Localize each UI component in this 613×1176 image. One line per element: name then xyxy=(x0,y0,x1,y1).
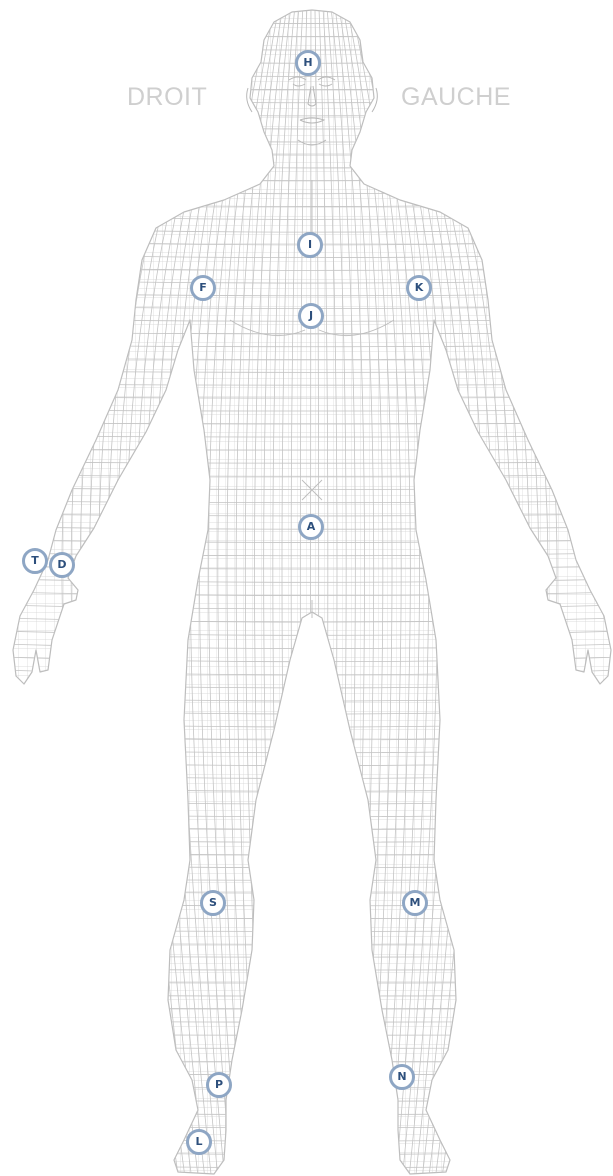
point-marker-p[interactable]: P xyxy=(206,1072,232,1098)
mesh-row-line xyxy=(0,800,613,804)
mesh-row-line xyxy=(0,943,613,944)
mesh-row-line xyxy=(0,761,613,766)
mesh-row-line xyxy=(0,631,613,635)
mesh-row-line xyxy=(0,1034,613,1035)
point-marker-l[interactable]: L xyxy=(186,1129,212,1155)
mesh-row-line xyxy=(0,657,613,662)
point-marker-f[interactable]: F xyxy=(190,275,216,301)
point-marker-d[interactable]: D xyxy=(49,552,75,578)
mesh-row-line xyxy=(0,644,613,649)
mesh-row-line xyxy=(0,1112,613,1115)
mesh-row-line xyxy=(0,982,613,983)
mesh-row-line xyxy=(0,735,613,740)
left-side-label: GAUCHE xyxy=(401,85,511,110)
mesh-row-line xyxy=(0,995,613,996)
mesh-row-line xyxy=(0,683,613,688)
mesh-row-line xyxy=(0,670,613,675)
point-marker-s[interactable]: S xyxy=(200,890,226,916)
mesh-row-line xyxy=(0,1138,613,1141)
mesh-row-line xyxy=(0,969,613,970)
mesh-row-line xyxy=(0,722,613,727)
point-marker-m[interactable]: M xyxy=(402,890,428,916)
mesh-row-line xyxy=(0,1047,613,1048)
point-marker-k[interactable]: K xyxy=(406,275,432,301)
mesh-row-line xyxy=(0,904,613,906)
mesh-row-line xyxy=(0,1125,613,1128)
mesh-row-line xyxy=(0,813,613,817)
mesh-row-line xyxy=(0,1073,613,1075)
mesh-row-line xyxy=(0,618,613,622)
mesh-row-line xyxy=(0,852,613,855)
point-marker-t[interactable]: T xyxy=(22,548,48,574)
mesh-row-line xyxy=(0,865,613,868)
mesh-row-line xyxy=(0,917,613,919)
mesh-row-line xyxy=(0,891,613,893)
mesh-row-line xyxy=(0,826,613,829)
mesh-row-line xyxy=(0,1151,613,1154)
mesh-row-line xyxy=(0,787,613,791)
point-marker-i[interactable]: I xyxy=(297,232,323,258)
mesh-row-line xyxy=(0,956,613,957)
point-marker-a[interactable]: A xyxy=(298,514,324,540)
mesh-row-line xyxy=(0,1008,613,1009)
mesh-row-line xyxy=(0,839,613,842)
mesh-row-line xyxy=(0,1021,613,1022)
mesh-row-line xyxy=(0,748,613,753)
point-marker-h[interactable]: H xyxy=(295,50,321,76)
mesh-row-line xyxy=(0,1086,613,1088)
point-marker-j[interactable]: J xyxy=(298,303,324,329)
right-side-label: DROIT xyxy=(127,85,207,110)
mesh-row-line xyxy=(0,930,613,931)
mesh-row-line xyxy=(0,1099,613,1101)
mesh-row-line xyxy=(0,696,613,701)
mesh-row-line xyxy=(0,709,613,714)
mesh-row-line xyxy=(0,1164,613,1168)
point-marker-n[interactable]: N xyxy=(389,1064,415,1090)
mesh-row-line xyxy=(0,774,613,778)
mesh-row-line xyxy=(0,1060,613,1062)
mesh-row-line xyxy=(0,878,613,880)
